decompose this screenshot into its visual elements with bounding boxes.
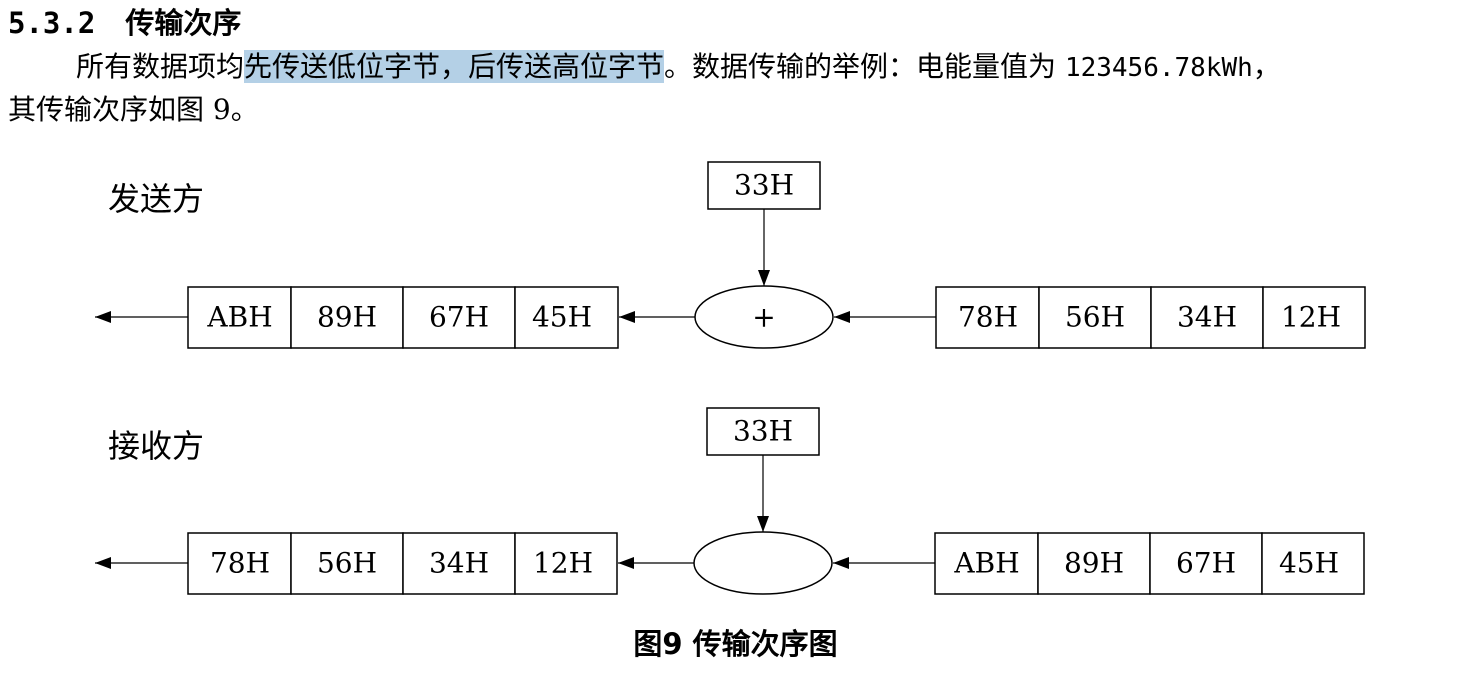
figure-caption: 图9 传输次序图 bbox=[633, 627, 838, 661]
input-byte-box bbox=[1038, 286, 1152, 349]
highlighted-text: 先传送低位字节，后传送高位字节 bbox=[244, 50, 665, 83]
paragraph-text: 所有数据项均 bbox=[76, 50, 245, 83]
receiver-label: 接收方 bbox=[108, 427, 205, 465]
output-byte: 34H bbox=[429, 547, 489, 580]
output-byte: 56H bbox=[317, 547, 377, 580]
input-byte: 34H bbox=[1177, 301, 1237, 334]
output-byte-box bbox=[290, 532, 404, 595]
input-byte-box bbox=[1262, 286, 1366, 349]
output-byte-box bbox=[290, 286, 404, 349]
output-byte: 89H bbox=[317, 301, 377, 334]
output-byte-box bbox=[402, 286, 516, 349]
sub-constant-box bbox=[706, 407, 820, 456]
input-byte: 67H bbox=[1176, 547, 1236, 580]
output-byte-box bbox=[514, 286, 619, 349]
output-byte-box bbox=[514, 532, 618, 595]
output-byte: 67H bbox=[429, 301, 489, 334]
section-heading: 5.3.2 传输次序 bbox=[8, 6, 241, 40]
paragraph-text: ， bbox=[1252, 50, 1281, 83]
output-byte: ABH bbox=[206, 301, 272, 334]
add-constant-box bbox=[707, 161, 821, 210]
paragraph-line-1: 所有数据项均先传送低位字节，后传送高位字节。数据传输的举例：电能量值为 1234… bbox=[76, 50, 1281, 85]
add-constant-label: 33H bbox=[734, 169, 794, 202]
input-byte-box bbox=[1150, 286, 1264, 349]
input-byte: 12H bbox=[1281, 301, 1341, 334]
receiver-row: 33H 78H 56H 34H 12H ABH 89H 67H 45H bbox=[95, 407, 1365, 595]
sender-label: 发送方 bbox=[108, 180, 205, 218]
input-byte-box bbox=[934, 532, 1039, 595]
input-byte: 56H bbox=[1065, 301, 1125, 334]
output-byte: 45H bbox=[532, 301, 592, 334]
section-title: 传输次序 bbox=[125, 6, 242, 40]
operator-label: + bbox=[752, 301, 775, 334]
output-byte-box bbox=[402, 532, 516, 595]
section-number: 5.3.2 bbox=[8, 6, 96, 40]
input-byte: 89H bbox=[1064, 547, 1124, 580]
paragraph-line-2: 其传输次序如图 9。 bbox=[8, 93, 259, 126]
output-byte: 12H bbox=[533, 547, 593, 580]
input-byte: 78H bbox=[958, 301, 1018, 334]
sub-constant-label: 33H bbox=[733, 415, 793, 448]
output-byte: 78H bbox=[210, 547, 270, 580]
input-byte: 45H bbox=[1279, 547, 1339, 580]
input-byte-box bbox=[1261, 532, 1365, 595]
paragraph-text: 。数据传输的举例：电能量值为 bbox=[664, 50, 1065, 83]
input-byte-box bbox=[935, 286, 1040, 349]
input-byte-box bbox=[1149, 532, 1263, 595]
energy-value: 123456.78kWh bbox=[1064, 53, 1253, 83]
sender-row: 33H + ABH 89H 67H 45H 78H 56H 34H 12H bbox=[95, 161, 1366, 349]
input-byte: ABH bbox=[953, 547, 1019, 580]
subtractor-ellipse bbox=[693, 531, 833, 595]
